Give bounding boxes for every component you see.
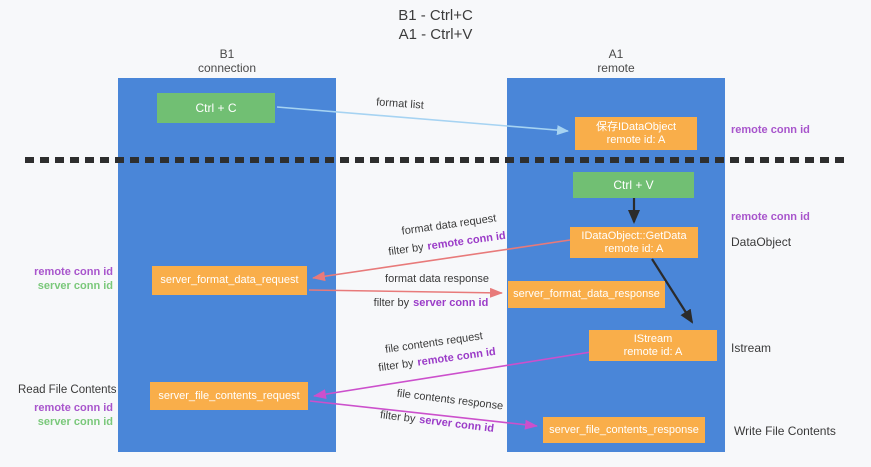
right-remote-conn-id-mid-label: remote conn id — [731, 211, 810, 223]
save-idataobject-line2: remote id: A — [606, 133, 666, 146]
left-server-conn-id-2-label: server conn id — [37, 416, 113, 428]
idataobject-getdata-box: IDataObject::GetData remote id: A — [570, 227, 698, 258]
ctrl-v-label: Ctrl + V — [613, 177, 654, 192]
read-file-contents-label: Read File Contents — [18, 384, 117, 396]
diagram-title: B1 - Ctrl+C A1 - Ctrl+V — [0, 6, 871, 44]
column-a1-name: A1 — [608, 47, 624, 61]
server-file-contents-request-label: server_file_contents_request — [158, 389, 300, 402]
remote-conn-id-highlight: remote conn id — [426, 229, 507, 253]
format-data-response-arrow — [308, 287, 503, 298]
file-contents-response-label: file contents response — [396, 387, 504, 413]
filter-by-text: filter by — [377, 357, 415, 375]
server-conn-id-highlight: server conn id — [418, 413, 495, 435]
write-file-contents-label: Write File Contents — [734, 424, 836, 438]
server-file-contents-response-box: server_file_contents_response — [543, 417, 705, 443]
format-data-response-label: format data response — [385, 273, 489, 285]
istream-side-label: Istream — [731, 341, 772, 355]
server-format-data-request-box: server_format_data_request — [152, 266, 307, 295]
column-header-b1: B1 connection — [118, 47, 336, 75]
format-list-label: format list — [375, 96, 425, 112]
column-a1-role: remote — [597, 61, 635, 75]
left-conn-id-labels-bottom: remote conn id server conn id — [18, 401, 113, 429]
filter-by-text: filter by — [379, 409, 417, 426]
save-idataobject-box: 保存IDataObject remote id: A — [575, 117, 697, 150]
column-b1-role: connection — [197, 61, 257, 75]
right-remote-conn-id-top-label: remote conn id — [731, 124, 810, 136]
left-remote-conn-id-2-label: remote conn id — [34, 402, 113, 414]
server-format-data-request-label: server_format_data_request — [160, 274, 299, 286]
column-header-a1: A1 remote — [507, 47, 725, 75]
ctrl-v-box: Ctrl + V — [573, 172, 694, 198]
dataobject-label: DataObject — [731, 235, 792, 249]
ctrl-c-label: Ctrl + C — [195, 100, 237, 115]
save-idataobject-line1: 保存IDataObject — [595, 120, 677, 133]
getdata-line2: remote id: A — [604, 242, 664, 255]
istream-line1: IStream — [633, 332, 673, 345]
istream-box: IStream remote id: A — [589, 330, 717, 361]
column-b1-name: B1 — [219, 47, 235, 61]
title-line-1: B1 - Ctrl+C — [398, 7, 473, 24]
left-server-conn-id-1-label: server conn id — [37, 280, 113, 292]
left-remote-conn-id-1-label: remote conn id — [34, 266, 113, 278]
server-conn-id-highlight: server conn id — [413, 297, 489, 309]
getdata-line1: IDataObject::GetData — [581, 229, 687, 242]
server-file-contents-request-box: server_file_contents_request — [150, 382, 308, 410]
server-format-data-response-label: server_format_data_response — [513, 288, 660, 300]
ctrl-c-box: Ctrl + C — [157, 93, 275, 123]
filter-by-text: filter by — [387, 241, 425, 259]
filter-by-text: filter by — [373, 297, 410, 309]
istream-line2: remote id: A — [623, 345, 683, 358]
server-format-data-response-box: server_format_data_response — [508, 281, 665, 308]
server-file-contents-response-label: server_file_contents_response — [549, 423, 699, 436]
title-line-2: A1 - Ctrl+V — [398, 26, 473, 43]
left-conn-id-labels-top: remote conn id server conn id — [18, 265, 113, 293]
